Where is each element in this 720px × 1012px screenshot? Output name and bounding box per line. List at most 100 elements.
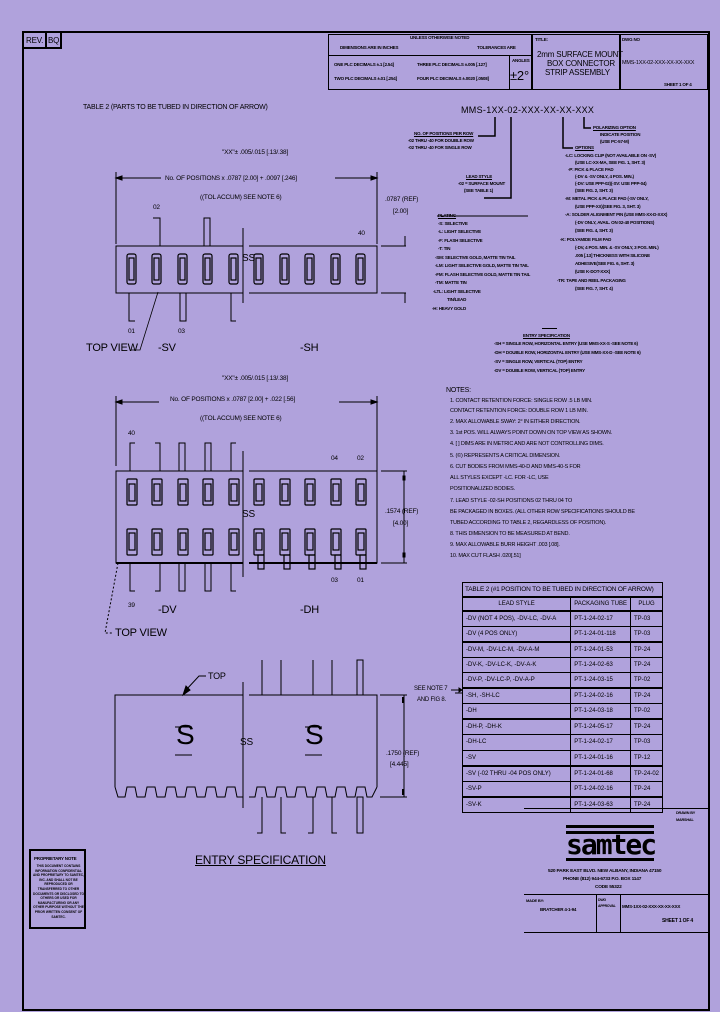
dwg-no: MMS-1XX-02-XXX-XX-XX-XXX [622,60,695,66]
table-header-row: LEAD STYLE PACKAGING TUBE PLUG [461,597,664,611]
d1-label-40: 40 [358,230,365,237]
polarizing-title: POLARIZING OPTION [593,125,636,130]
d1-tol-note: ((TOL ACCUM) SEE NOTE 6) [200,194,282,201]
samtec-logo: samtec [566,820,657,866]
note-item: POSITIONALIZED BODIES. [450,486,515,492]
proprietary-title: PROPRIETARY NOTE [34,856,77,861]
cell-plug: TP-24-02 [629,764,664,782]
note-item: 9. MAX ALLOWABLE BURR HEIGHT .003 [.08]. [450,542,560,548]
option-item: (-DV: USE PPP-02)(-SV: USE PPP-04) [575,181,647,186]
option-item: -A: SOLDER ALIGNMENT PIN (USE MMS-XX-D-X… [565,212,668,217]
d1-label-01: 01 [128,328,135,335]
plating-item: -FM: FLASH SELECTIVE GOLD, MATTE TIN TAI… [435,272,531,277]
d2-tol-note: ((TOL ACCUM) SEE NOTE 6) [200,415,282,422]
option-item: ADHESIVE(SEE FIG. 6, SHT. 3) [575,261,635,266]
entry-spec-line-1: -SH = SINGLE ROW, HORIZONTAL ENTRY (USE … [494,341,638,346]
options-title: OPTIONS [575,145,594,150]
option-item: (SEE FIG. 7, SHT. 4) [575,286,613,291]
d2-top-view: TOP VIEW [115,627,167,639]
d2-label-40: 40 [128,430,135,437]
option-item: -M: METAL PICK & PLACE PAD (-SV ONLY, [565,196,649,201]
d2-contacts [126,478,367,570]
plating-title: PLATING [438,213,457,218]
company-phone: PHONE (812) 944-6733 P.O. BOX 1147 [563,877,642,882]
company-address: 520 PARK EAST BLVD. NEW ALBANY, INDIANA … [548,869,662,874]
entry-spec-caption: ENTRY SPECIFICATION [195,853,326,867]
d2-label-02: 02 [357,455,364,462]
lead-style-line-1: -02 = SURFACE MOUNT [458,181,506,186]
samtec-logo-text: samtec [566,828,657,861]
d1-break-mark: SS [242,253,255,264]
entry-spec-title: ENTRY SPECIFICATION [523,333,570,338]
d2-tolerance: "XX"± .005/.015 [.13/.38] [222,375,289,382]
note-item: 5. (©) REPRESENTS A CRITICAL DIMENSION. [450,453,561,459]
table2-heading: TABLE 2 (PARTS TO BE TUBED IN DIRECTION … [83,104,268,111]
note-item: BE PACKAGED IN BOXES. (ALL OTHER ROW SPE… [450,509,635,515]
plating-item: -F: FLASH SELECTIVE [438,238,483,243]
positions-line-2: -02 THRU -40 FOR SINGLE ROW [408,145,472,150]
d2-dh-label: -DH [300,604,319,616]
d1-dimension: No. OF POSITIONS x .0787 [2.00] + .0097 … [165,175,297,182]
positions-line-1: -02 THRU -40 FOR DOUBLE ROW [408,138,474,143]
note-item: 7. LEAD STYLE -02-SH POSITIONS 02 THRU 0… [450,498,573,504]
d3-top-label: TOP [208,671,226,681]
entry-spec-line-2: -DH = DOUBLE ROW, HORIZONTAL ENTRY (USE … [494,350,641,355]
option-item: (SEE FIG. 2, SHT. 3) [575,188,613,193]
plating-item: -TM: MATTE TIN [435,280,467,285]
note-item: ALL STYLES EXCEPT -LC. FOR -LC, USE [450,475,549,481]
part-number-code: MMS-1XX-02-XXX-XX-XX-XXX [461,105,595,115]
option-item: .005 [.13] THICKNESS WITH SILICONE [575,253,650,258]
tol-dims-label: DIMENSIONS ARE IN INCHES [340,45,399,50]
note-item: TUBED ACCORDING TO TABLE 2, REGARDLESS O… [450,520,607,526]
d2-dv-label: -DV [158,604,177,616]
table2-title: TABLE 2 (#1 POSITION TO BE TUBED IN DIRE… [465,586,654,593]
drawn-value: MARSHAL [676,818,694,822]
d2-label-04: 04 [331,455,338,462]
polarizing-line-1: INDICATE POSITION [600,132,641,137]
d2-dimension: No. OF POSITIONS x .0787 [2.00] + .022 [… [170,396,296,403]
option-item: (USE K-DOT-XXX) [575,269,611,274]
title-line-1: 2mm SURFACE MOUNT [537,50,623,59]
title-label: TITLE: [535,37,548,42]
option-item: (USE LC-XX-MA, SEE FIG. 1, SHT. 3) [575,160,645,165]
plating-item: -L: LIGHT SELECTIVE [438,229,481,234]
revision-value: BQ [48,36,60,45]
d3-break-mark: SS [240,737,253,748]
plating-item: -LTL: LIGHT SELECTIVE [433,289,481,294]
tol-two-place: TWO PLC DECIMALS ±.01 [.254] [334,76,397,81]
d3-see-note: SEE NOTE 7 [414,686,448,692]
d2-label-39: 39 [128,602,135,609]
made-by-value: BRATCHER 4-1-94 [540,907,577,912]
positions-title: NO. OF POSITIONS PER ROW [414,131,474,136]
lead-style-line-2: (SEE TABLE 1) [464,188,494,193]
dwg-approval-label: DWG APPROVAL [598,898,616,908]
made-by-label: MADE BY: [526,898,544,903]
note-item: 3. 1st POS. WILL ALWAYS POINT DOWN ON TO… [450,430,612,436]
d1-sv-label: -SV [158,342,176,354]
d1-sh-label: -SH [300,342,319,354]
plating-item: -T: TIN [438,246,451,251]
revision-label: REV. [26,36,44,45]
table2-title-box: TABLE 2 (#1 POSITION TO BE TUBED IN DIRE… [462,582,663,597]
proprietary-note: PROPRIETARY NOTE THIS DOCUMENT CONTAINS … [29,849,86,929]
d1-ref: .0787 (REF) [385,196,419,203]
d1-ref-mm: [2.00] [393,208,409,215]
option-item: -P: PICK & PLACE PAD [568,167,614,172]
d3-and-fig: AND FIG 8. [417,697,447,703]
option-item: (-DV ONLY, AVAIL. ON 02-40 POSITIONS) [575,220,655,225]
option-item: -K: POLYAMIDE FILM PAD [560,237,612,242]
company-block-divider [524,808,708,809]
title-line-2: BOX CONNECTOR [547,59,615,68]
d1-tolerance: "XX"± .005/.015 [.13/.38] [222,149,289,156]
d1-contacts [126,253,366,285]
bottom-dwg-no: MMS-1XX-02-XXX-XX-XX-XXX [622,904,681,909]
d3-ref-mm: [4.445] [390,761,409,768]
polarizing-line-2: (USE PC-57-M) [600,139,629,144]
option-item: (SEE FIG. 4, SHT. 3) [575,228,613,233]
option-item: -TR: TAPE AND REEL PACKAGING [557,278,626,283]
revision-box: REV. BQ [22,31,62,49]
